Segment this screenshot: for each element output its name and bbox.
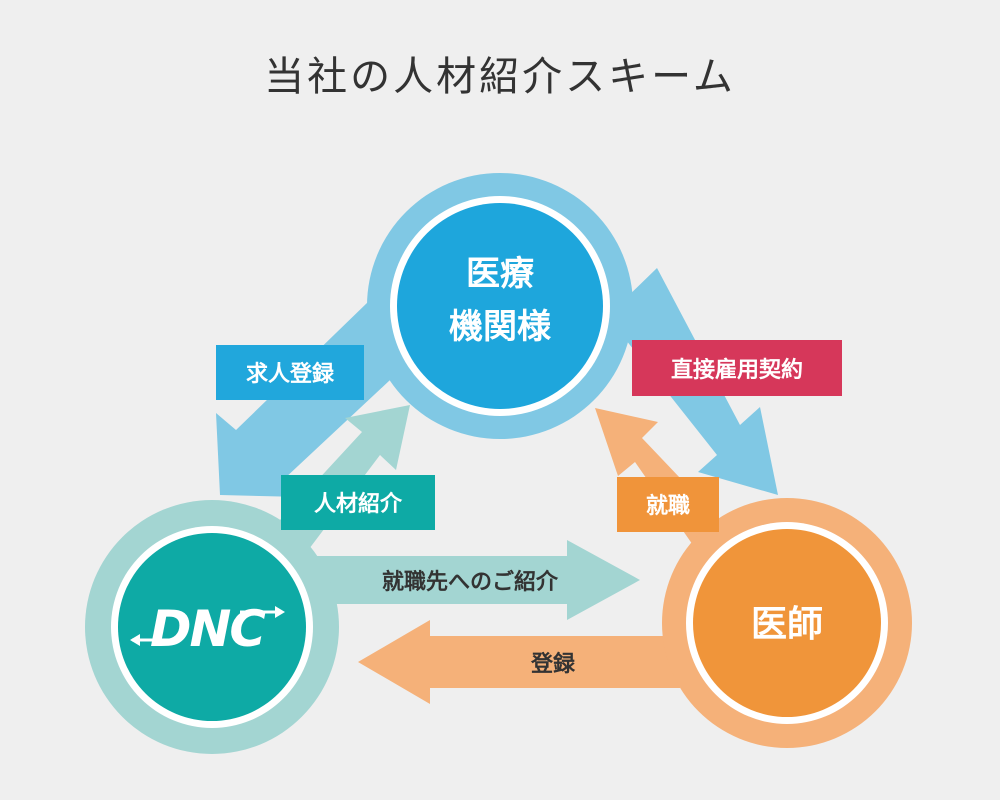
hospital-node-core [397,203,603,409]
badge-direct-contract: 直接雇用契約 [632,340,842,396]
doctor-node: 医師 [662,498,912,748]
badge-job-registration-label: 求人登録 [246,361,335,387]
diagram-title: 当社の人材紹介スキーム [264,54,736,100]
badge-employment-label: 就職 [646,493,690,519]
badge-employment: 就職 [617,477,719,532]
logo-arrow-right-icon [275,606,285,618]
doctor-label: 医師 [751,604,823,645]
arrow-job-introduction-label: 就職先へのご紹介 [382,569,559,595]
company-node: DNC [85,500,339,754]
hospital-label-line2: 機関様 [449,307,552,347]
company-node-core [118,533,306,721]
arrow-registration [358,620,680,704]
badge-employment-bg [617,477,719,532]
badge-job-registration-bg [216,345,364,400]
doctor-node-core [693,529,881,717]
company-logo: DNC [130,600,285,658]
arrow-registration-label: 登録 [530,651,576,677]
badge-talent-introduction-bg [281,475,435,530]
badge-talent-introduction: 人材紹介 [281,475,435,530]
company-logo-text: DNC [150,600,266,658]
badge-direct-contract-bg [632,340,842,396]
badge-talent-introduction-label: 人材紹介 [314,491,403,517]
logo-arrow-left-icon [130,634,140,646]
badge-direct-contract-label: 直接雇用契約 [671,357,803,383]
hospital-label-line1: 医療 [466,254,535,294]
badge-job-registration: 求人登録 [216,345,364,400]
hospital-node: 医療 機関様 [367,173,633,439]
arrow-job-introduction [305,540,640,620]
